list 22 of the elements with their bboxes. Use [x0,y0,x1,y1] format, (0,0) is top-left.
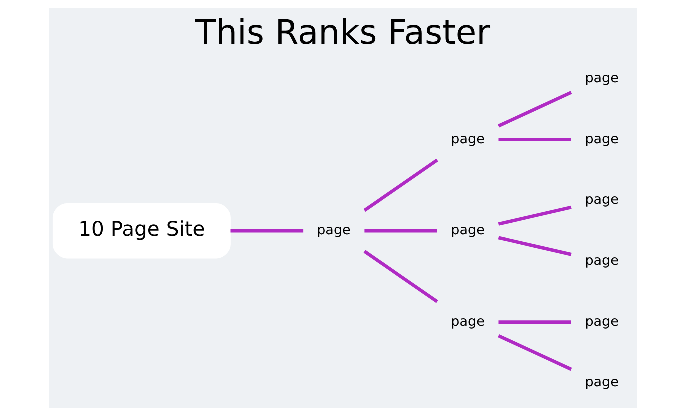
connector [498,320,572,324]
node-text: page [585,70,619,87]
node-text: page [451,314,485,330]
connector [364,250,438,304]
node-box: 10 Page Site [52,204,231,259]
node-text: page [451,131,485,148]
diagram-title: This Ranks Faster [195,13,491,52]
node-text: page [451,222,485,239]
node-text: page [585,192,619,208]
connector [230,229,304,233]
node-text: page [585,131,619,148]
node-text: page [585,314,619,330]
connector [498,138,572,142]
connector [498,334,572,372]
connector [498,206,572,226]
connector [364,158,438,212]
connector [498,91,572,128]
node-text: page [317,222,351,239]
connector [498,236,572,256]
node-text: page [585,253,619,269]
connector [364,229,438,233]
node-text: page [585,374,619,391]
